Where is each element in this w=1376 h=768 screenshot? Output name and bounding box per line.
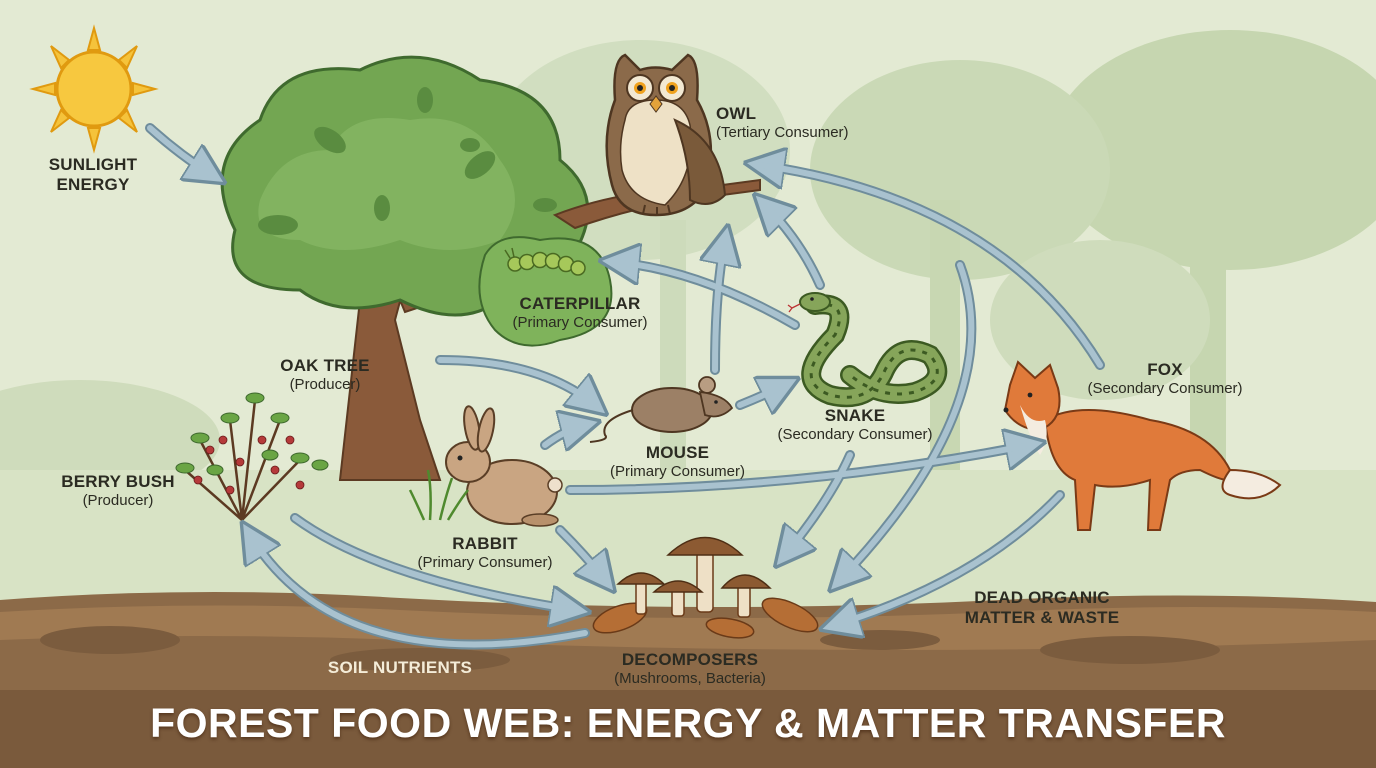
oak-tree-name: OAK TREE [280, 356, 370, 375]
owl [605, 53, 727, 217]
page-title: FOREST FOOD WEB: ENERGY & MATTER TRANSFE… [150, 700, 1226, 746]
mouse-label: MOUSE (Primary Consumer) [590, 443, 765, 480]
snake-name: SNAKE [824, 406, 886, 425]
owl-name: OWL [716, 104, 757, 123]
energy-arrows [145, 123, 1105, 650]
snake-role: (Secondary Consumer) [777, 425, 933, 443]
sunlight-text: SUNLIGHT ENERGY [48, 155, 138, 194]
caterpillar-label: CATERPILLAR (Primary Consumer) [490, 294, 670, 331]
ground [0, 591, 1376, 768]
decomposers-name: DECOMPOSERS [621, 650, 759, 669]
caterpillar-name: CATERPILLAR [519, 294, 641, 313]
oak-tree-role: (Producer) [289, 375, 361, 393]
soil-nutrients-text: SOIL NUTRIENTS [327, 658, 473, 677]
mouse [589, 376, 734, 443]
owl-role: (Tertiary Consumer) [716, 123, 849, 141]
dead-matter-label: DEAD ORGANIC MATTER & WASTE [952, 588, 1132, 627]
berry-bush-label: BERRY BUSH (Producer) [48, 472, 188, 509]
berry-bush-name: BERRY BUSH [61, 472, 175, 491]
oak-tree-label: OAK TREE (Producer) [250, 356, 400, 393]
caterpillar-role: (Primary Consumer) [512, 313, 648, 331]
berry-bush [175, 392, 329, 521]
rabbit-name: RABBIT [452, 534, 518, 553]
dead-matter-text: DEAD ORGANIC MATTER & WASTE [964, 588, 1120, 627]
snake [787, 292, 948, 408]
grass-tuft [408, 469, 469, 521]
owl-label: OWL (Tertiary Consumer) [716, 104, 849, 141]
fox-role: (Secondary Consumer) [1087, 379, 1243, 397]
mouse-name: MOUSE [645, 443, 710, 462]
decomposers-illustration [592, 536, 819, 639]
mouse-role: (Primary Consumer) [609, 462, 745, 480]
soil-nutrients-label: SOIL NUTRIENTS [310, 658, 490, 678]
caterpillar [504, 247, 586, 276]
berry-bush-role: (Producer) [82, 491, 154, 509]
decomposers-role: (Mushrooms, Bacteria) [614, 669, 766, 687]
rabbit-role: (Primary Consumer) [417, 553, 553, 571]
fox-label: FOX (Secondary Consumer) [1070, 360, 1260, 397]
decomposers-label: DECOMPOSERS (Mushrooms, Bacteria) [590, 650, 790, 687]
sunlight-label: SUNLIGHT ENERGY [38, 155, 148, 194]
fox-name: FOX [1147, 360, 1183, 379]
snake-label: SNAKE (Secondary Consumer) [760, 406, 950, 443]
rabbit [445, 405, 563, 527]
sun-icon [29, 24, 159, 154]
rabbit-label: RABBIT (Primary Consumer) [395, 534, 575, 571]
